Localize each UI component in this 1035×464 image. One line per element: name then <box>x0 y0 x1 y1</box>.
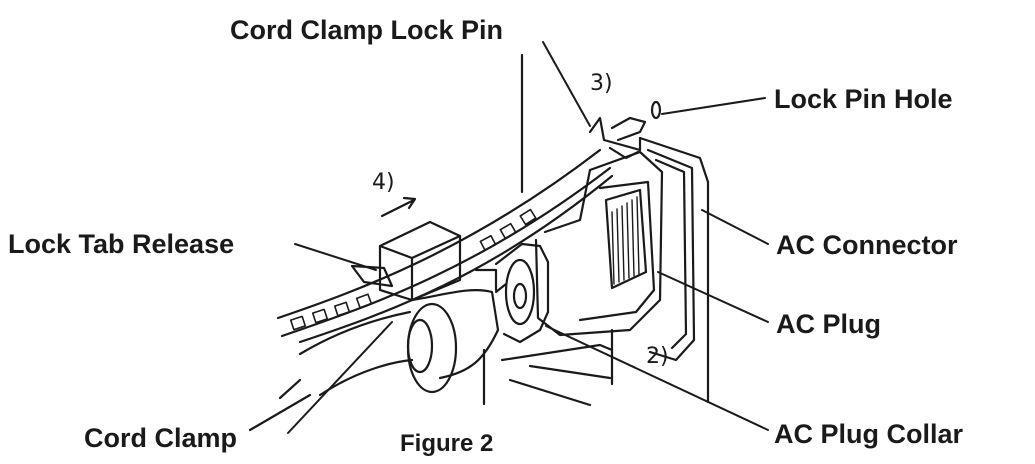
ac-plug <box>534 150 664 337</box>
ac-connector <box>638 136 710 404</box>
label-ac-plug: AC Plug <box>776 309 881 339</box>
cord-clamp <box>406 268 508 394</box>
step-4-arrow <box>380 196 417 218</box>
label-cord-clamp: Cord Clamp <box>84 423 238 453</box>
label-ac-plug-collar: AC Plug Collar <box>774 419 964 449</box>
label-cord-clamp-lock-pin: Cord Clamp Lock Pin <box>230 15 504 45</box>
ac-plug-collar <box>494 242 550 344</box>
chassis-lines <box>482 53 614 407</box>
label-lock-pin-hole: Lock Pin Hole <box>774 84 953 114</box>
lock-tab-release <box>350 220 462 302</box>
step-3-marker: 3) <box>590 71 613 96</box>
figure-caption: Figure 2 <box>400 430 494 457</box>
power-cord <box>248 310 414 432</box>
step-2-marker: 2) <box>646 344 669 369</box>
cord-clamp-lock-pin <box>588 100 662 160</box>
leader-lines <box>287 41 769 434</box>
label-ac-connector: AC Connector <box>776 230 958 260</box>
step-4-marker: 4) <box>372 170 395 195</box>
label-lock-tab-release: Lock Tab Release <box>8 229 235 259</box>
cord-strap <box>276 148 614 344</box>
